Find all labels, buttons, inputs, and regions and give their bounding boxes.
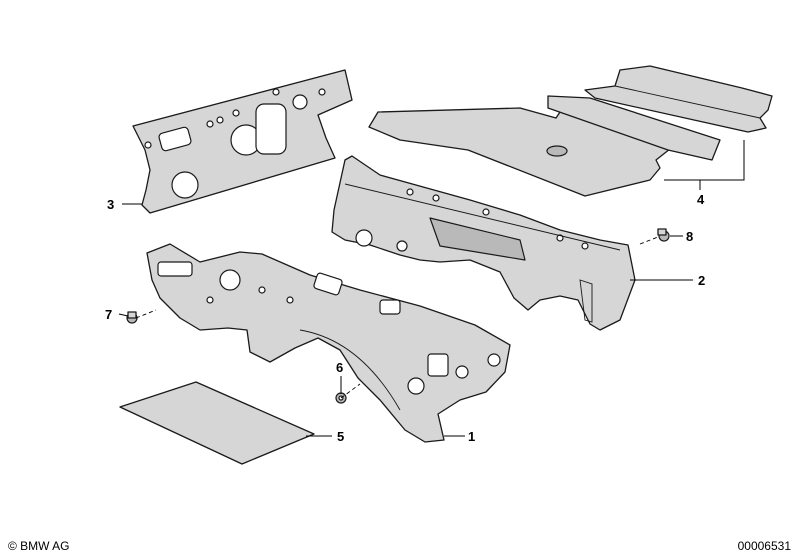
part-2-bulkhead — [331, 155, 636, 331]
part-4-shelf-mat — [368, 65, 773, 197]
document-id: 00006531 — [737, 539, 791, 553]
callout-4: 4 — [697, 192, 705, 207]
leader-lines — [118, 140, 745, 437]
callout-3: 3 — [107, 197, 114, 212]
callout-6: 6 — [336, 360, 343, 375]
part-3-insulation-panel — [132, 69, 353, 214]
callout-2: 2 — [698, 273, 705, 288]
part-5-floor-mat — [119, 381, 315, 465]
copyright-label: © BMW AG — [8, 539, 70, 553]
part-1-lower-insulation — [146, 243, 511, 443]
part-7-clip — [126, 311, 138, 324]
callout-8: 8 — [686, 229, 693, 244]
part-8-clip — [657, 228, 670, 242]
callout-1: 1 — [468, 429, 475, 444]
callout-7: 7 — [105, 307, 112, 322]
callout-5: 5 — [337, 429, 344, 444]
